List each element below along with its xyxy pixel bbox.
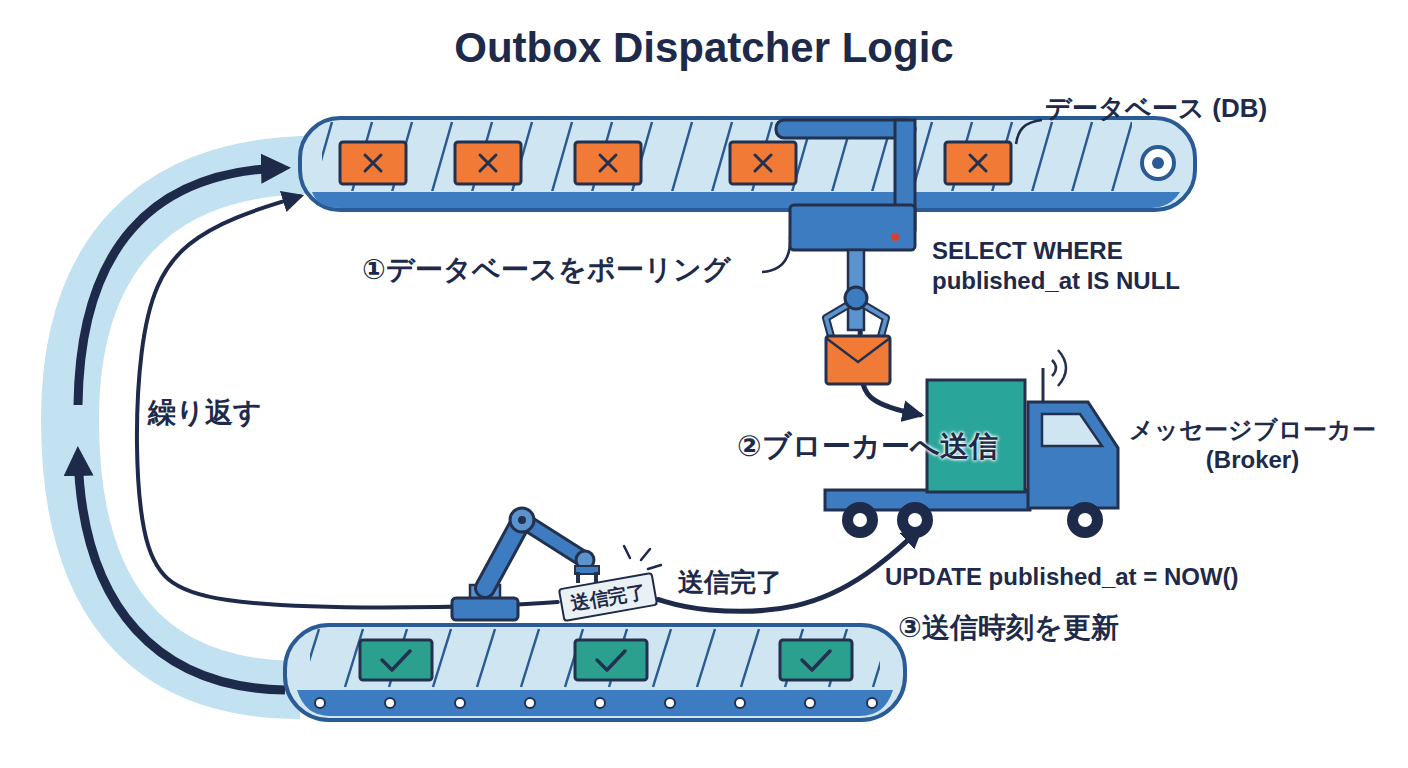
connector-label: ②ブローカーへ送信: [737, 428, 998, 464]
conveyor-roller: [867, 698, 877, 708]
conveyor-rim: [297, 690, 893, 716]
conveyor-roller: [805, 698, 815, 708]
loop-band: [70, 165, 330, 690]
message-envelope: [826, 336, 890, 384]
sql-statement: SELECT WHERE published_at IS NULL: [932, 236, 1232, 296]
sent-message: [575, 640, 647, 680]
conveyor-belt: [300, 118, 1195, 210]
pending-message: [340, 142, 406, 184]
antenna: [1042, 368, 1045, 402]
conveyor-roller: [525, 698, 535, 708]
pending-message: [575, 142, 641, 184]
loop-arrow: [78, 455, 285, 690]
conveyor-roller: [665, 698, 675, 708]
sql-statement: UPDATE published_at = NOW(): [885, 562, 1239, 592]
leader-line: [762, 236, 790, 272]
conveyor-roller: [735, 698, 745, 708]
spark-lines: [624, 546, 661, 569]
leader-line: [1016, 120, 1042, 144]
truck-wheel: [1067, 502, 1103, 538]
node-area: データベース (DB): [300, 118, 1195, 210]
diagram-title: Outbox Dispatcher Logic: [0, 22, 1408, 75]
pending-message: [455, 142, 521, 184]
flow-arrow: [658, 529, 920, 611]
connector-label: 送信完了: [678, 566, 782, 599]
gantry-body: [790, 205, 915, 250]
robot-base: [452, 598, 518, 620]
conveyor-roller: [1142, 147, 1174, 179]
step-label: ③送信時刻を更新: [898, 610, 1119, 645]
claw-arm: [848, 250, 864, 290]
loop-arrow: [78, 168, 282, 405]
conveyor-rim: [312, 192, 1180, 208]
tag-text: 送信完了: [561, 578, 656, 617]
conveyor-roller: [1152, 157, 1164, 169]
sent-message: [360, 640, 432, 680]
step-label: ①データベースをポーリング: [362, 252, 731, 287]
connector-label: 繰り返す: [148, 395, 262, 430]
polling-claw: [776, 120, 915, 384]
conveyor-roller: [595, 698, 605, 708]
claw-joint: [845, 287, 867, 309]
conveyor-roller: [385, 698, 395, 708]
done-conveyor: [285, 625, 905, 720]
sent-message: [780, 640, 852, 680]
db-conveyor: [300, 118, 1195, 210]
conveyor-roller: [455, 698, 465, 708]
indicator-light: [891, 233, 899, 241]
pending-message: [730, 142, 796, 184]
signal-waves: [1052, 350, 1066, 386]
robot-joint: [518, 516, 526, 524]
status-tag: 送信完了: [558, 572, 658, 622]
node-label: データベース (DB): [1045, 92, 1325, 125]
truck-window: [1042, 414, 1102, 446]
node-label: メッセージブローカー (Broker): [1120, 415, 1385, 475]
conveyor-belt: [285, 625, 905, 720]
robot-joint: [510, 508, 534, 532]
conveyor-roller: [315, 698, 325, 708]
conveyor-slats: [322, 121, 1132, 191]
envelope-flap: [826, 338, 890, 362]
conveyor-slats: [310, 628, 880, 688]
truck-cab: [1028, 402, 1118, 508]
pending-message: [945, 142, 1011, 184]
truck-wheel: [842, 502, 878, 538]
